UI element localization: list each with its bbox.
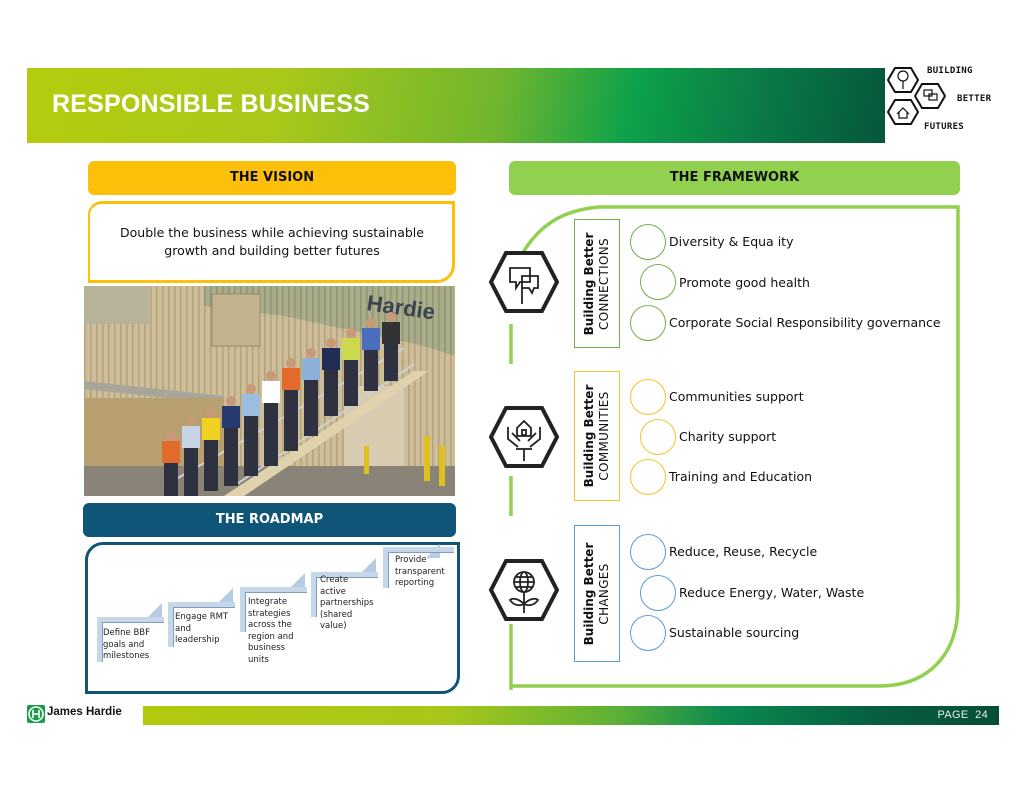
vision-heading: THE VISION (88, 161, 456, 195)
roadmap-box: Define BBF goals and milestones Engage R… (85, 542, 460, 694)
item-bullet-circle (630, 224, 666, 260)
speech-bubbles-icon (488, 251, 560, 313)
people-group (162, 312, 400, 496)
james-hardie-logo-icon (27, 705, 45, 723)
roadmap-heading: THE ROADMAP (83, 503, 456, 537)
logo-word-building: BUILDING (927, 66, 973, 76)
vision-text-line-2: growth and building better futures (164, 243, 380, 258)
framework-item: Sustainable sourcing (669, 625, 800, 640)
framework-item: Training and Education (669, 469, 813, 484)
pillar-title-changes: Building Better CHANGES (582, 542, 611, 645)
roadmap-step-4: Create active partnerships (shared value… (320, 575, 374, 631)
logo-word-better: BETTER (957, 94, 992, 104)
item-bullet-circle (630, 305, 666, 341)
building-better-futures-logo: BUILDING BETTER FUTURES (884, 62, 1004, 142)
building-better-futures-hexagons-icon (886, 67, 947, 125)
step-bracket (383, 547, 454, 588)
item-bullet-circle (640, 575, 676, 611)
step-bracket (240, 587, 307, 632)
globe-plant-icon (488, 559, 560, 621)
item-bullet-circle (630, 615, 666, 651)
vision-text-line-1: Double the business while achieving sust… (120, 225, 424, 240)
footer-bar (143, 706, 999, 725)
item-bullet-circle (630, 459, 666, 495)
roadmap-step-3: Integrate strategies across the region a… (248, 597, 294, 665)
step-bracket (168, 602, 235, 647)
framework-item: Charity support (679, 429, 777, 444)
step-bracket (97, 617, 164, 662)
item-bullet-circle (630, 534, 666, 570)
footer-brand: James Hardie (47, 706, 122, 718)
step-bracket (311, 572, 378, 617)
header-banner (27, 68, 885, 143)
item-bullet-circle (640, 264, 676, 300)
item-bullet-circle (640, 419, 676, 455)
step-arrow-tip (362, 558, 376, 572)
framework-item: Promote good health (679, 275, 810, 290)
pillar-label-connections: Building Better CONNECTIONS (574, 219, 620, 348)
framework-frame (509, 205, 960, 690)
vision-box (88, 201, 455, 283)
roadmap-step-1: Define BBF goals and milestones (103, 628, 150, 661)
logo-word-futures: FUTURES (924, 122, 965, 132)
pillar-title-communities: Building Better COMMUNITIES (582, 384, 611, 488)
item-bullet-circle (630, 379, 666, 415)
framework-item: Reduce Energy, Water, Waste (679, 585, 865, 600)
photo-illustration: Hardie (84, 286, 455, 496)
page-number: PAGE 24 (937, 709, 988, 721)
roadmap-step-2: Engage RMT and leadership (175, 612, 229, 645)
step-arrow-tip (148, 603, 162, 617)
roadmap-step-5: Provide transparent reporting (395, 555, 445, 588)
vision-statement: Double the business while achieving sust… (96, 224, 448, 260)
framework-item: Corporate Social Responsibility governan… (669, 315, 941, 330)
page-title: RESPONSIBLE BUSINESS (52, 90, 370, 118)
step-arrow-tip (291, 573, 305, 587)
framework-heading: THE FRAMEWORK (509, 161, 960, 195)
framework-item: Diversity & Equa ity (669, 234, 794, 249)
pillar-title-connections: Building Better CONNECTIONS (582, 232, 611, 335)
step-arrow-tip (219, 588, 233, 602)
team-on-staircase-photo: Hardie (84, 286, 455, 496)
pillar-label-communities: Building Better COMMUNITIES (574, 371, 620, 501)
hands-house-icon (488, 406, 560, 468)
framework-item: Reduce, Reuse, Recycle (669, 544, 818, 559)
pillar-label-changes: Building Better CHANGES (574, 525, 620, 662)
framework-item: Communities support (669, 389, 804, 404)
